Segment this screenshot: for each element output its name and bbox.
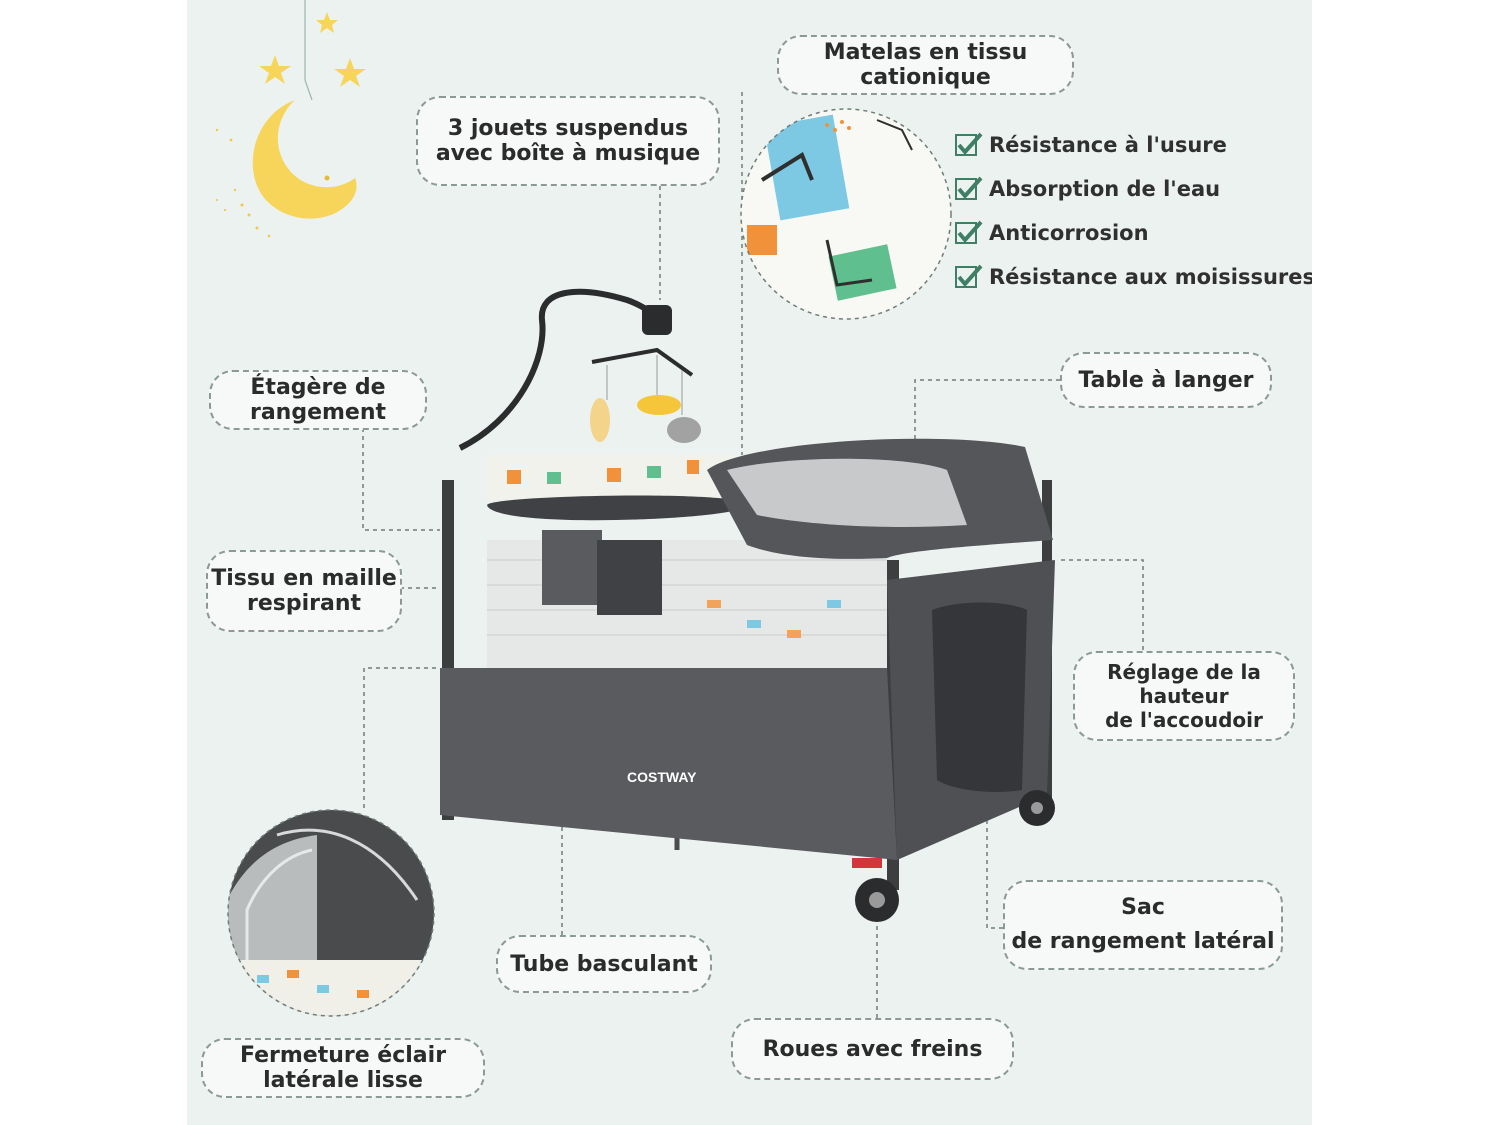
label-line: Tube basculant: [510, 951, 698, 977]
label-line: Sac: [1121, 895, 1165, 920]
label-line: Tissu en maille: [211, 566, 397, 591]
feature-item-usure: Résistance à l'usure: [955, 128, 1227, 162]
moon-stars-decoration: [215, 0, 366, 238]
label-line: hauteur: [1139, 684, 1229, 708]
check-icon: [955, 132, 983, 156]
check-icon: [955, 176, 983, 200]
label-line: Fermeture éclair: [239, 1043, 447, 1068]
label-line: Matelas en tissu: [823, 40, 1028, 65]
label-line: 3 jouets suspendus: [447, 116, 689, 141]
feature-item-anticorrosion: Anticorrosion: [955, 216, 1149, 250]
label-tube: Tube basculant: [496, 935, 712, 993]
brand-logo: COSTWAY: [627, 769, 697, 785]
check-icon: [955, 220, 983, 244]
star-icon: [316, 12, 338, 33]
label-line: de l'accoudoir: [1105, 708, 1263, 732]
label-line: latérale lisse: [263, 1068, 423, 1093]
label-line: avec boîte à musique: [435, 141, 701, 166]
feature-label: Résistance à l'usure: [989, 133, 1227, 157]
label-line: Table à langer: [1078, 367, 1254, 393]
crib-illustration: COSTWAY: [440, 288, 1055, 922]
label-line: de rangement latéral: [1011, 929, 1275, 954]
label-sac: Sac de rangement latéral: [1003, 880, 1283, 970]
check-icon: [955, 264, 983, 288]
label-line: cationique: [860, 65, 991, 90]
label-line: respirant: [246, 591, 362, 616]
moon-icon: [252, 100, 357, 219]
label-table: Table à langer: [1060, 352, 1272, 408]
label-roues: Roues avec freins: [731, 1018, 1014, 1080]
label-line: Étagère de: [250, 375, 386, 400]
feature-item-absorption: Absorption de l'eau: [955, 172, 1220, 206]
label-line: Réglage de la: [1107, 660, 1261, 684]
feature-item-moisissures: Résistance aux moisissures: [955, 260, 1312, 294]
fabric-swatch-image: [740, 108, 952, 320]
wheels-icon: [852, 790, 1055, 922]
zipper-detail-image: [227, 809, 435, 1017]
label-line: rangement: [249, 400, 387, 425]
feature-label: Anticorrosion: [989, 221, 1149, 245]
star-icon: [259, 55, 291, 84]
star-icon: [334, 58, 366, 87]
feature-label: Résistance aux moisissures: [989, 265, 1312, 289]
label-line: Roues avec freins: [762, 1036, 983, 1062]
feature-label: Absorption de l'eau: [989, 177, 1221, 201]
hanging-toys: [590, 395, 701, 443]
